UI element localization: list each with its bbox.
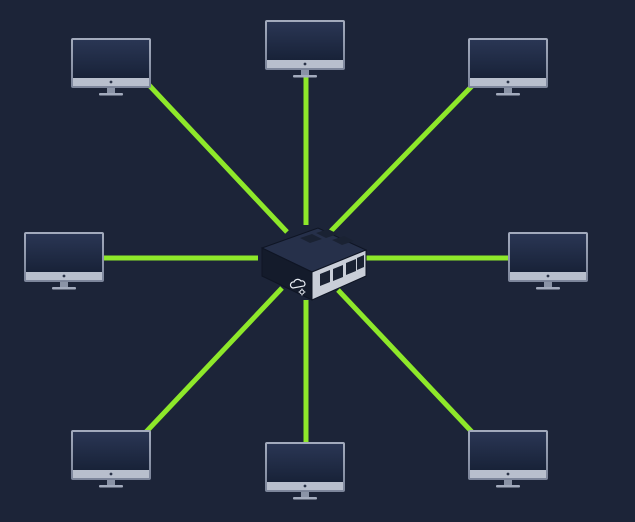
monitor-left-icon — [24, 232, 104, 290]
monitor-bottom-icon — [265, 442, 345, 500]
link-top-left — [146, 82, 289, 234]
monitor-top-right-icon — [468, 38, 548, 96]
network-links — [104, 76, 508, 443]
link-bottom-left — [144, 286, 284, 434]
cloud-settings-icon — [289, 278, 306, 296]
monitor-top-left-icon — [71, 38, 151, 96]
monitor-right-icon — [508, 232, 588, 290]
switch-ports — [320, 255, 364, 286]
monitor-bottom-right-icon — [468, 430, 548, 488]
network-switch-icon — [260, 227, 368, 301]
link-top-right — [328, 84, 474, 234]
monitor-bottom-left-icon — [71, 430, 151, 488]
link-bottom-right — [336, 288, 474, 434]
monitor-top-icon — [265, 20, 345, 78]
